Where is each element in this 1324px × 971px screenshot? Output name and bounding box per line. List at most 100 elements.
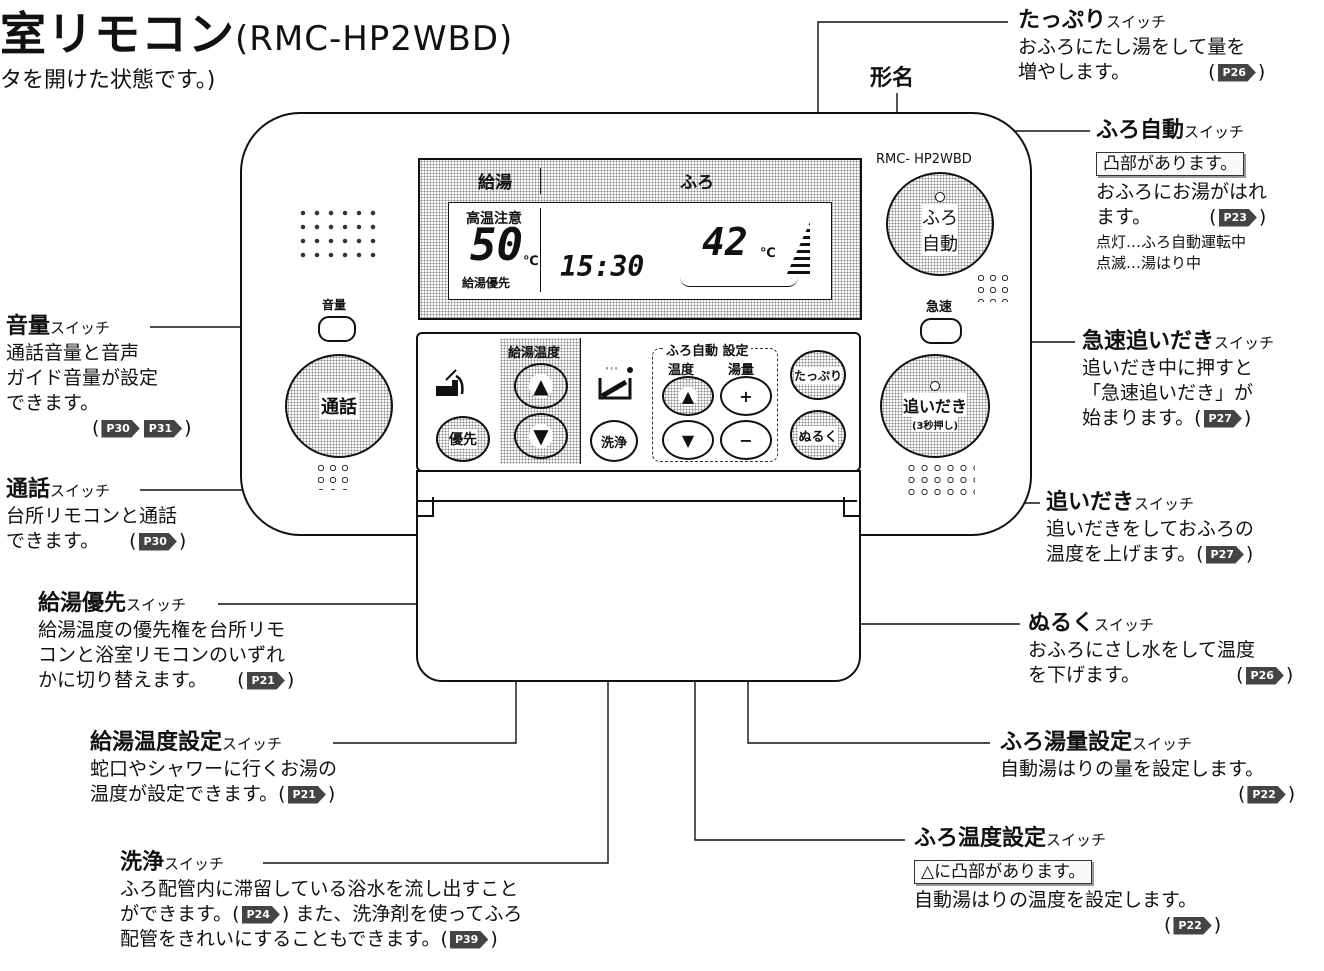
minus-icon: −	[739, 430, 753, 450]
wash-button-label: 洗浄	[600, 435, 627, 451]
callout-furo-auto-suffix: スイッチ	[1184, 123, 1245, 141]
hot-temp-down-button[interactable]: ▼	[514, 413, 568, 459]
tappuri-button-label: たっぷり	[793, 366, 842, 384]
callout-tappuri: たっぷりスイッチ おふろにたし湯をして量を 増やします。(P26)	[1018, 8, 1266, 83]
callout-wash-suffix: スイッチ	[164, 855, 225, 873]
callout-tappuri-name: たっぷり	[1018, 8, 1107, 33]
page-ref-badge[interactable]: P21	[246, 671, 285, 690]
callout-talk-desc-2: できます。	[6, 530, 100, 552]
lcd-bath-frame	[680, 222, 798, 287]
callout-bath-temp-name: ふろ温度設定	[914, 826, 1047, 851]
lcd-left-divider	[540, 208, 541, 292]
callout-tappuri-suffix: スイッチ	[1106, 13, 1167, 31]
bath-temp-up-button[interactable]: ▲	[662, 376, 714, 416]
speaker-grille	[296, 206, 378, 264]
priority-button[interactable]: 優先	[436, 416, 490, 462]
callout-hot-temp-suffix: スイッチ	[222, 735, 283, 753]
hot-temp-up-button[interactable]: ▲	[514, 363, 568, 409]
page-ref-badge[interactable]: P30	[101, 419, 140, 438]
callout-talk: 通話スイッチ 台所リモコンと通話 できます。(P30)	[6, 477, 187, 552]
furo-auto-button[interactable]: ふろ 自動	[886, 172, 994, 276]
page-ref-badge[interactable]: P22	[1247, 785, 1286, 804]
callout-wash: 洗浄スイッチ ふろ配管内に滞留している浴水を流し出すこと ができます。(P24)…	[120, 850, 523, 950]
callout-nuruku-suffix: スイッチ	[1094, 616, 1155, 634]
page-ref-badge[interactable]: P26	[1217, 63, 1256, 82]
callout-quick-suffix: スイッチ	[1214, 334, 1275, 352]
lcd-tab-divider	[540, 168, 541, 194]
callout-wash-desc-1: ふろ配管内に滞留している浴水を流し出すこと	[120, 878, 519, 900]
callout-oidaki-suffix: スイッチ	[1134, 495, 1195, 513]
lcd-hot-temp: 50	[470, 220, 523, 271]
callout-volume-desc-1: 通話音量と音声	[6, 342, 140, 364]
callout-quick-name: 急速追いだき	[1082, 329, 1215, 354]
volume-button[interactable]	[318, 316, 356, 342]
lcd-hot-unit: ℃	[523, 254, 539, 269]
bath-volume-label: 湯量	[728, 363, 755, 378]
quick-button-label: 急速	[926, 300, 953, 315]
title-main: 室リモコン	[0, 7, 235, 61]
page-ref-badge[interactable]: P21	[287, 785, 326, 804]
callout-wash-desc-4: 配管をきれいにすることもできます。(	[120, 928, 448, 950]
page-title: 室リモコン(RMC-HP2WBD)	[0, 0, 513, 64]
bath-temp-down-button[interactable]: ▼	[662, 420, 714, 460]
page-ref-badge[interactable]: P39	[449, 930, 489, 949]
furo-auto-led	[935, 192, 945, 202]
page-ref-badge[interactable]: P24	[241, 905, 280, 924]
callout-furo-auto: ふろ自動スイッチ 凸部があります。 おふろにお湯がはれ ます。(P23) 点灯……	[1096, 118, 1268, 272]
model-label: 形名	[870, 66, 915, 91]
callout-oidaki-desc-2: 温度を上げます。	[1046, 543, 1197, 565]
callout-talk-suffix: スイッチ	[50, 482, 111, 500]
nuruku-button-label: ぬるく	[798, 425, 838, 445]
callout-furo-auto-status-2: 点滅…湯はり中	[1096, 254, 1202, 272]
callout-nuruku-desc-1: おふろにさし水をして温度	[1028, 639, 1256, 661]
plus-icon: +	[739, 386, 753, 406]
bath-volume-down-button[interactable]: −	[720, 420, 772, 460]
page-ref-badge[interactable]: P31	[143, 419, 183, 438]
oidaki-button[interactable]: 追いだき (3秒押し)	[880, 354, 990, 458]
callout-priority-desc-1: 給湯温度の優先権を台所リモ	[38, 619, 286, 641]
callout-wash-desc-2: ができます。(	[120, 903, 240, 925]
callout-furo-auto-status-1: 点灯…ふろ自動運転中	[1096, 233, 1247, 251]
hot-temp-group-label: 給湯温度	[508, 346, 561, 361]
bath-volume-up-button[interactable]: +	[720, 376, 772, 416]
lcd-hot-priority: 給湯優先	[462, 276, 511, 290]
page-ref-badge[interactable]: P26	[1245, 666, 1284, 685]
lcd-tab-kyuto: 給湯	[478, 173, 512, 193]
furo-auto-label-2: 自動	[922, 230, 958, 256]
callout-volume-desc-2: ガイド音量が設定	[6, 367, 159, 389]
callout-talk-desc-1: 台所リモコンと通話	[6, 505, 178, 527]
page-ref-badge[interactable]: P27	[1205, 545, 1244, 564]
bath-icon: ﾟﾟﾟ	[598, 367, 633, 400]
nuruku-button[interactable]: ぬるく	[790, 410, 846, 460]
callout-priority-desc-3: かに切り替えます。	[38, 669, 208, 691]
oidaki-label-2: (3秒押し)	[911, 416, 959, 432]
callout-bath-volume: ふろ湯量設定スイッチ 自動湯はりの量を設定します。 (P22)	[1000, 730, 1296, 805]
callout-nuruku-desc-2: を下げます。	[1028, 664, 1141, 686]
callout-hot-temp-name: 給湯温度設定	[90, 730, 223, 755]
page-ref-badge[interactable]: P30	[138, 532, 177, 551]
callout-bath-temp-suffix: スイッチ	[1046, 831, 1107, 849]
page-ref-badge[interactable]: P23	[1218, 208, 1257, 227]
faucet-icon	[436, 369, 464, 396]
panel-divider	[580, 338, 581, 464]
page-ref-badge[interactable]: P27	[1203, 409, 1242, 428]
tappuri-button[interactable]: たっぷり	[790, 350, 846, 400]
callout-priority-name: 給湯優先	[38, 591, 127, 616]
lcd-high-temp-caution: 高温注意	[466, 211, 522, 227]
mic-holes-right	[975, 272, 1013, 302]
mic-holes-left	[315, 462, 351, 490]
triangle-down-icon: ▼	[529, 424, 553, 448]
callout-quick-desc-3: 始まります。	[1082, 407, 1195, 429]
talk-button[interactable]: 通話	[285, 354, 393, 458]
quick-button[interactable]	[920, 318, 962, 344]
lcd-tab-furo: ふろ	[680, 173, 714, 193]
remote-cover	[416, 470, 861, 682]
wash-button[interactable]: 洗浄	[590, 420, 638, 462]
page-ref-badge[interactable]: P22	[1173, 916, 1212, 935]
lcd-screen	[448, 202, 832, 300]
callout-quick: 急速追いだきスイッチ 追いだき中に押すと 「急速追いだき」が 始まります。(P2…	[1082, 329, 1275, 429]
lcd-bath-temp: 42	[702, 220, 748, 264]
callout-bath-volume-desc-1: 自動湯はりの量を設定します。	[1000, 758, 1265, 780]
triangle-up-icon: ▲	[677, 386, 699, 406]
